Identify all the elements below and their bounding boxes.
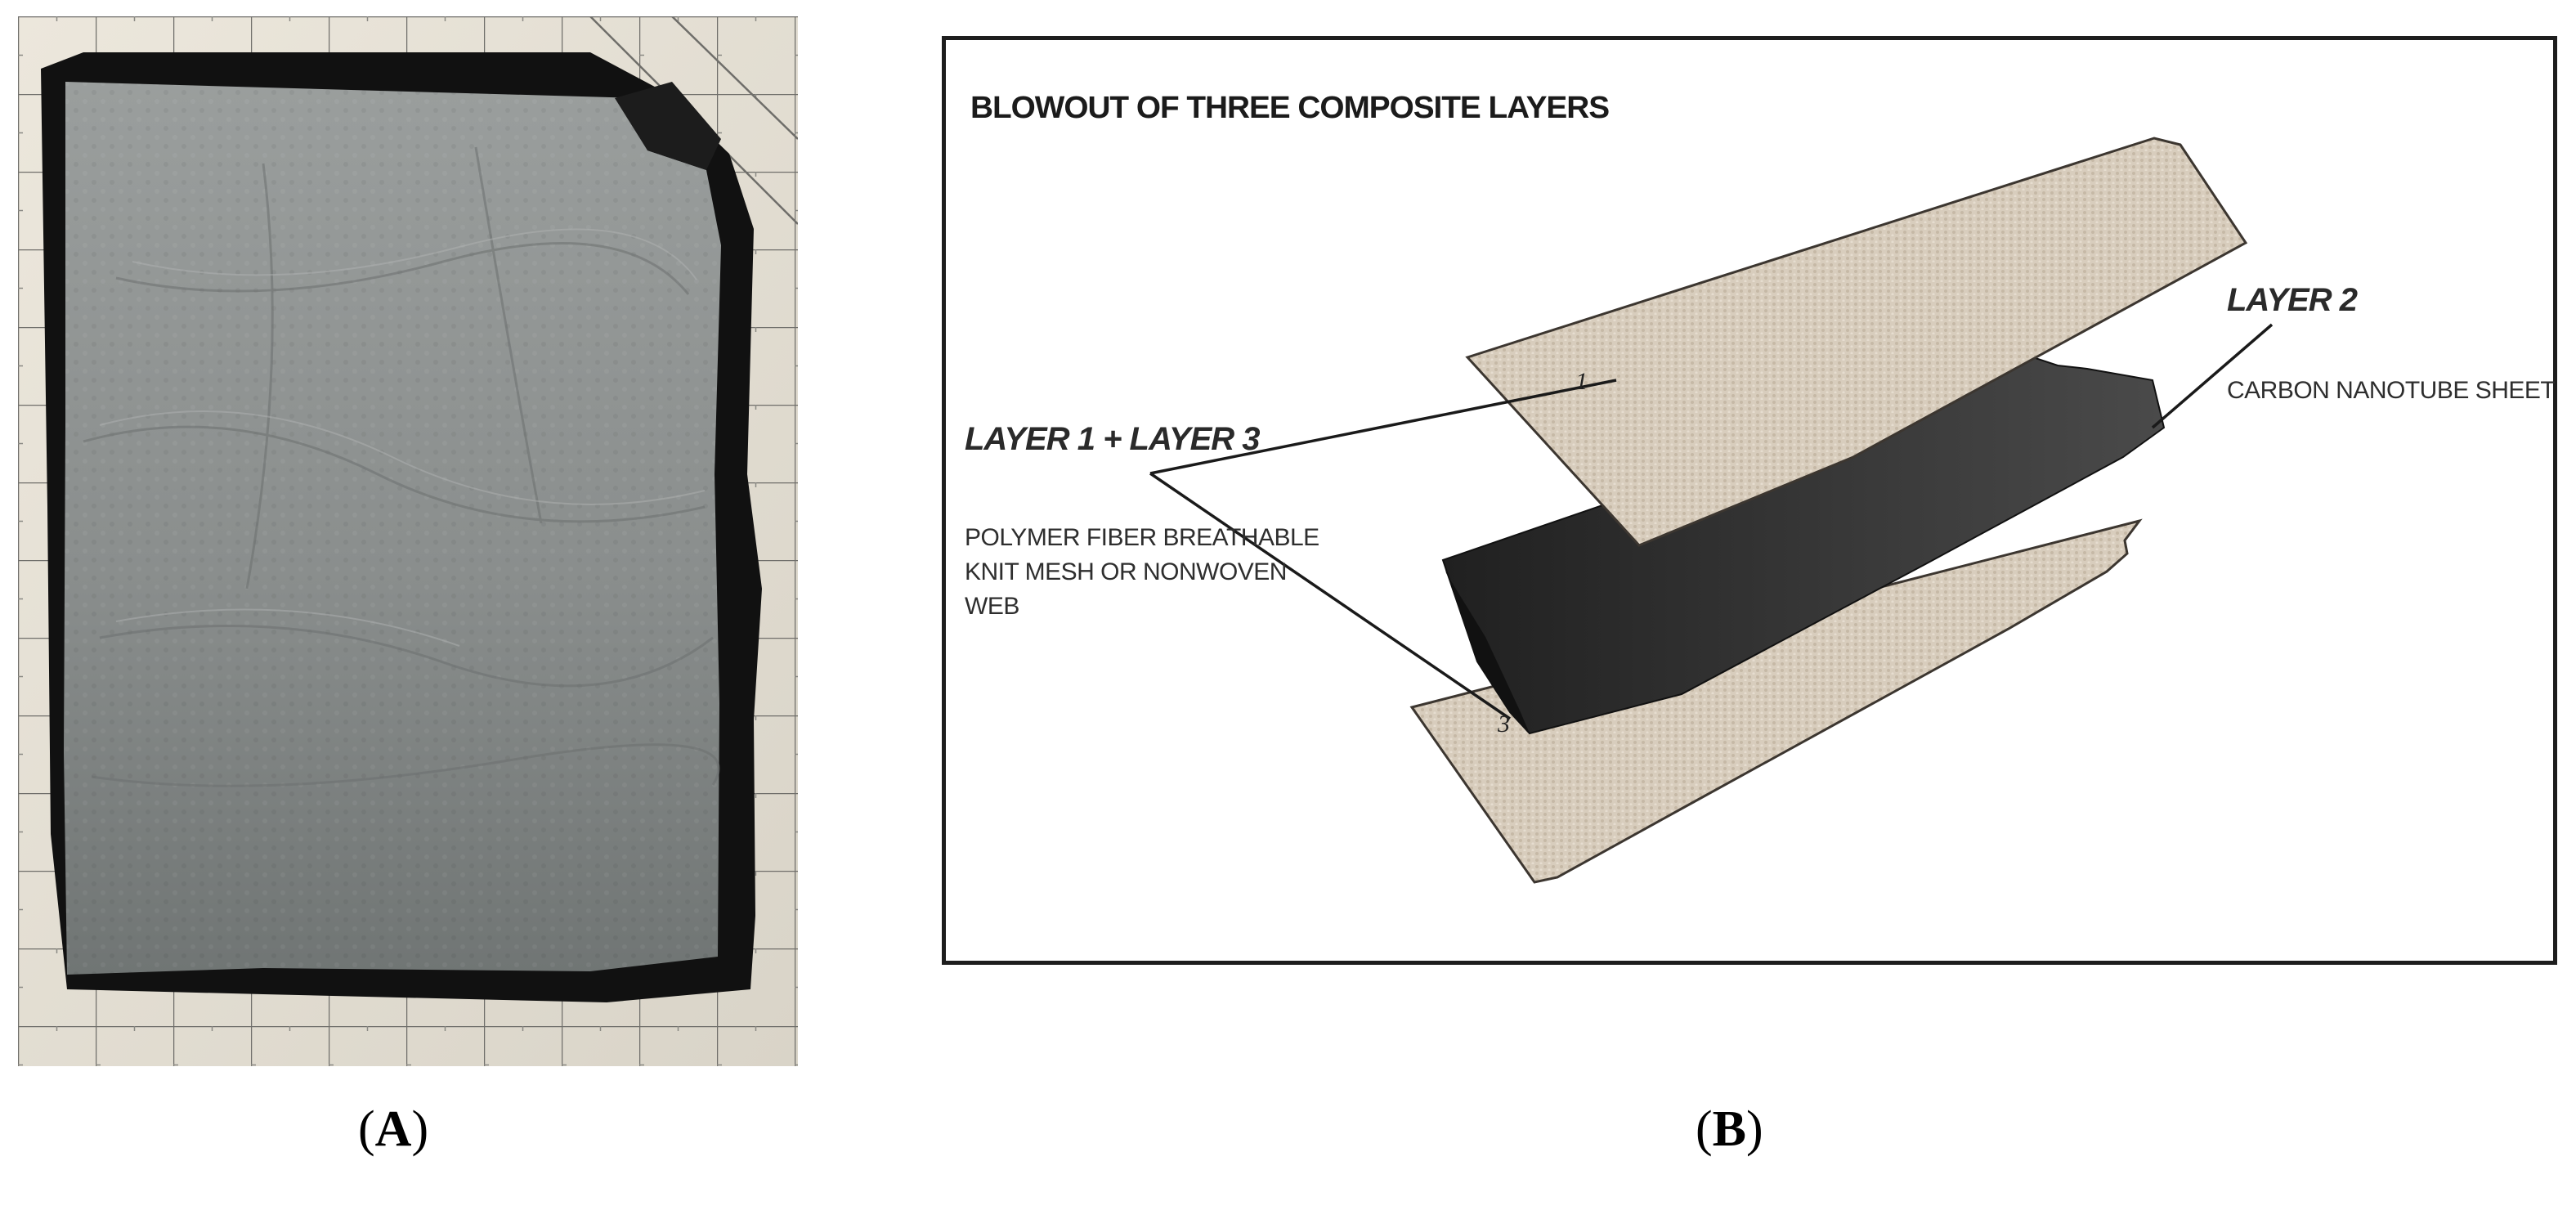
layer-2-label: LAYER 2 [2227,282,2358,318]
layer-1-3-description: POLYMER FIBER BREATHABLE KNIT MESH OR NO… [965,524,1319,620]
callout-number-1: 1 [1575,368,1588,395]
layer-1-3-label: LAYER 1 + LAYER 3 [965,421,1260,457]
layer-blowout-diagram: BLOWOUT OF THREE COMPOSITE LAYERS LAYER … [942,36,2557,965]
layer-2-description: CARBON NANOTUBE SHEET [2227,377,2556,404]
callout-number-3: 3 [1498,711,1510,737]
sample-photo-illustration [18,16,798,1066]
diagram-title: BLOWOUT OF THREE COMPOSITE LAYERS [970,91,1610,125]
panel-b-caption: (B) [1696,1101,1763,1157]
layer-illustration [1149,137,2274,884]
layer-1-fabric [1465,137,2248,547]
panel-a-caption: (A) [358,1101,429,1157]
leader-lines [1149,323,2274,720]
layer-3-fabric [1409,518,2143,884]
composite-sample-photo [18,16,798,1066]
